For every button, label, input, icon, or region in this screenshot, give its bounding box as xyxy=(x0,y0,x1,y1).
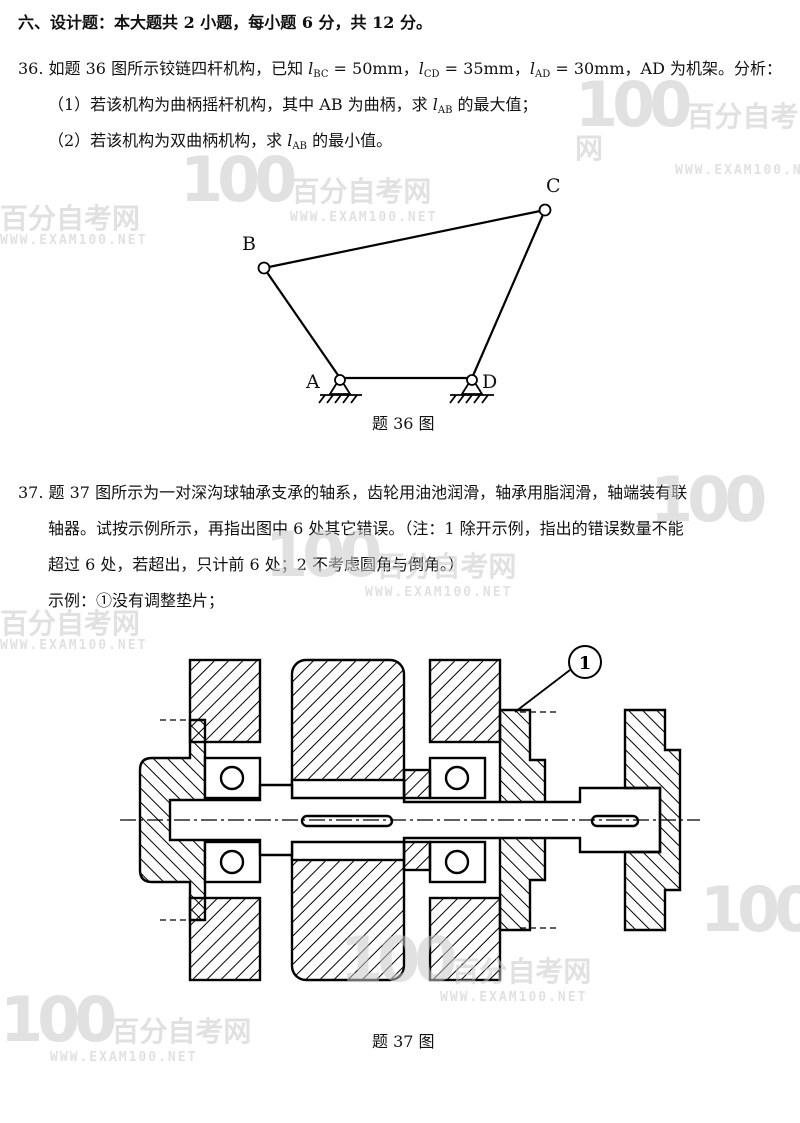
coupling xyxy=(623,708,682,932)
sub-ab: AB xyxy=(437,105,453,116)
val-ad: = 30mm，AD 为机架。分析： xyxy=(550,59,782,78)
sub-ab: AB xyxy=(292,141,307,152)
support-d xyxy=(449,376,494,404)
var-l: l xyxy=(418,59,424,78)
part1-text: （1）若该机构为曲柄摇杆机构，其中 AB 为曲柄，求 xyxy=(48,95,433,114)
val-bc: = 50mm， xyxy=(328,59,419,78)
spacer-bottom xyxy=(402,840,432,872)
var-l: l xyxy=(308,59,314,78)
var-l: l xyxy=(432,95,438,114)
q37-line2: 轴器。试按示例所示，再指出图中 6 处其它错误。（注：1 除开示例，指出的错误数… xyxy=(48,519,684,538)
left-bearing-ball-bottom xyxy=(219,849,245,875)
housing-right-top xyxy=(428,658,502,744)
sub-cd: CD xyxy=(423,69,440,80)
q37-example: 示例：①没有调整垫片； xyxy=(48,591,225,610)
joint-c xyxy=(538,203,552,217)
callout-number: 1 xyxy=(579,653,592,674)
coupling-keyway xyxy=(590,814,640,828)
label-c: C xyxy=(546,175,561,197)
var-l: l xyxy=(529,59,535,78)
q36-intro-text: 36. 如题 36 图所示铰链四杆机构，已知 xyxy=(18,59,309,78)
q36-part2: （2）若该机构为双曲柄机构，求 lAB 的最小值。 xyxy=(48,130,392,158)
q36-intro: 36. 如题 36 图所示铰链四杆机构，已知 lBC = 50mm，lCD = … xyxy=(18,58,782,86)
figure-36-linkage: B C A D xyxy=(242,175,561,404)
var-l: l xyxy=(287,131,293,150)
figure-36-caption: 题 36 图 xyxy=(372,414,435,433)
figure-37-caption: 题 37 图 xyxy=(372,1032,435,1051)
spacer-top xyxy=(402,768,432,800)
figure-37-shaft-assembly: 1 xyxy=(120,645,700,982)
left-bearing-ball-top xyxy=(219,765,245,791)
joint-d xyxy=(466,374,478,386)
watermark-url: WWW.EXAM100.NET xyxy=(365,585,513,600)
left-bearing-bottom xyxy=(203,840,262,884)
val-cd: = 35mm， xyxy=(439,59,530,78)
label-d: D xyxy=(482,371,497,393)
section-heading: 六、设计题：本大题共 2 小题，每小题 6 分，共 12 分。 xyxy=(18,13,432,32)
q36-part1: （1）若该机构为曲柄摇杆机构，其中 AB 为曲柄，求 lAB 的最大值； xyxy=(48,94,538,122)
q37-line3: 超过 6 处，若超出，只计前 6 处；2 不考虑圆角与倒角。） xyxy=(48,555,464,574)
left-bearing-top xyxy=(203,756,262,800)
right-bearing-ball-top xyxy=(444,765,470,791)
link-cd xyxy=(470,209,547,379)
joint-a xyxy=(334,374,346,386)
sub-ad: AD xyxy=(534,69,551,80)
right-bearing-ball-bottom xyxy=(444,849,470,875)
callout-leader xyxy=(514,669,571,713)
right-bearing-bottom xyxy=(428,840,487,884)
q37-line1: 37. 题 37 图所示为一对深沟球轴承支承的轴系，齿轮用油池润滑，轴承用脂润滑… xyxy=(18,483,688,502)
joint-b xyxy=(257,261,271,275)
support-a xyxy=(318,376,362,404)
label-a: A xyxy=(305,371,320,393)
part2-text: （2）若该机构为双曲柄机构，求 xyxy=(48,131,288,150)
callout-circle xyxy=(568,645,602,679)
part2-tail: 的最小值。 xyxy=(306,131,393,150)
right-bearing-top xyxy=(428,756,487,800)
watermark-url: WWW.EXAM100.NET xyxy=(50,1050,198,1065)
part1-tail: 的最大值； xyxy=(452,95,538,114)
sub-bc: BC xyxy=(313,69,329,80)
link-ab xyxy=(263,267,341,379)
housing-right-bottom xyxy=(428,896,502,982)
link-bc xyxy=(263,208,546,270)
label-b: B xyxy=(242,233,256,255)
gear-keyway xyxy=(300,814,394,828)
